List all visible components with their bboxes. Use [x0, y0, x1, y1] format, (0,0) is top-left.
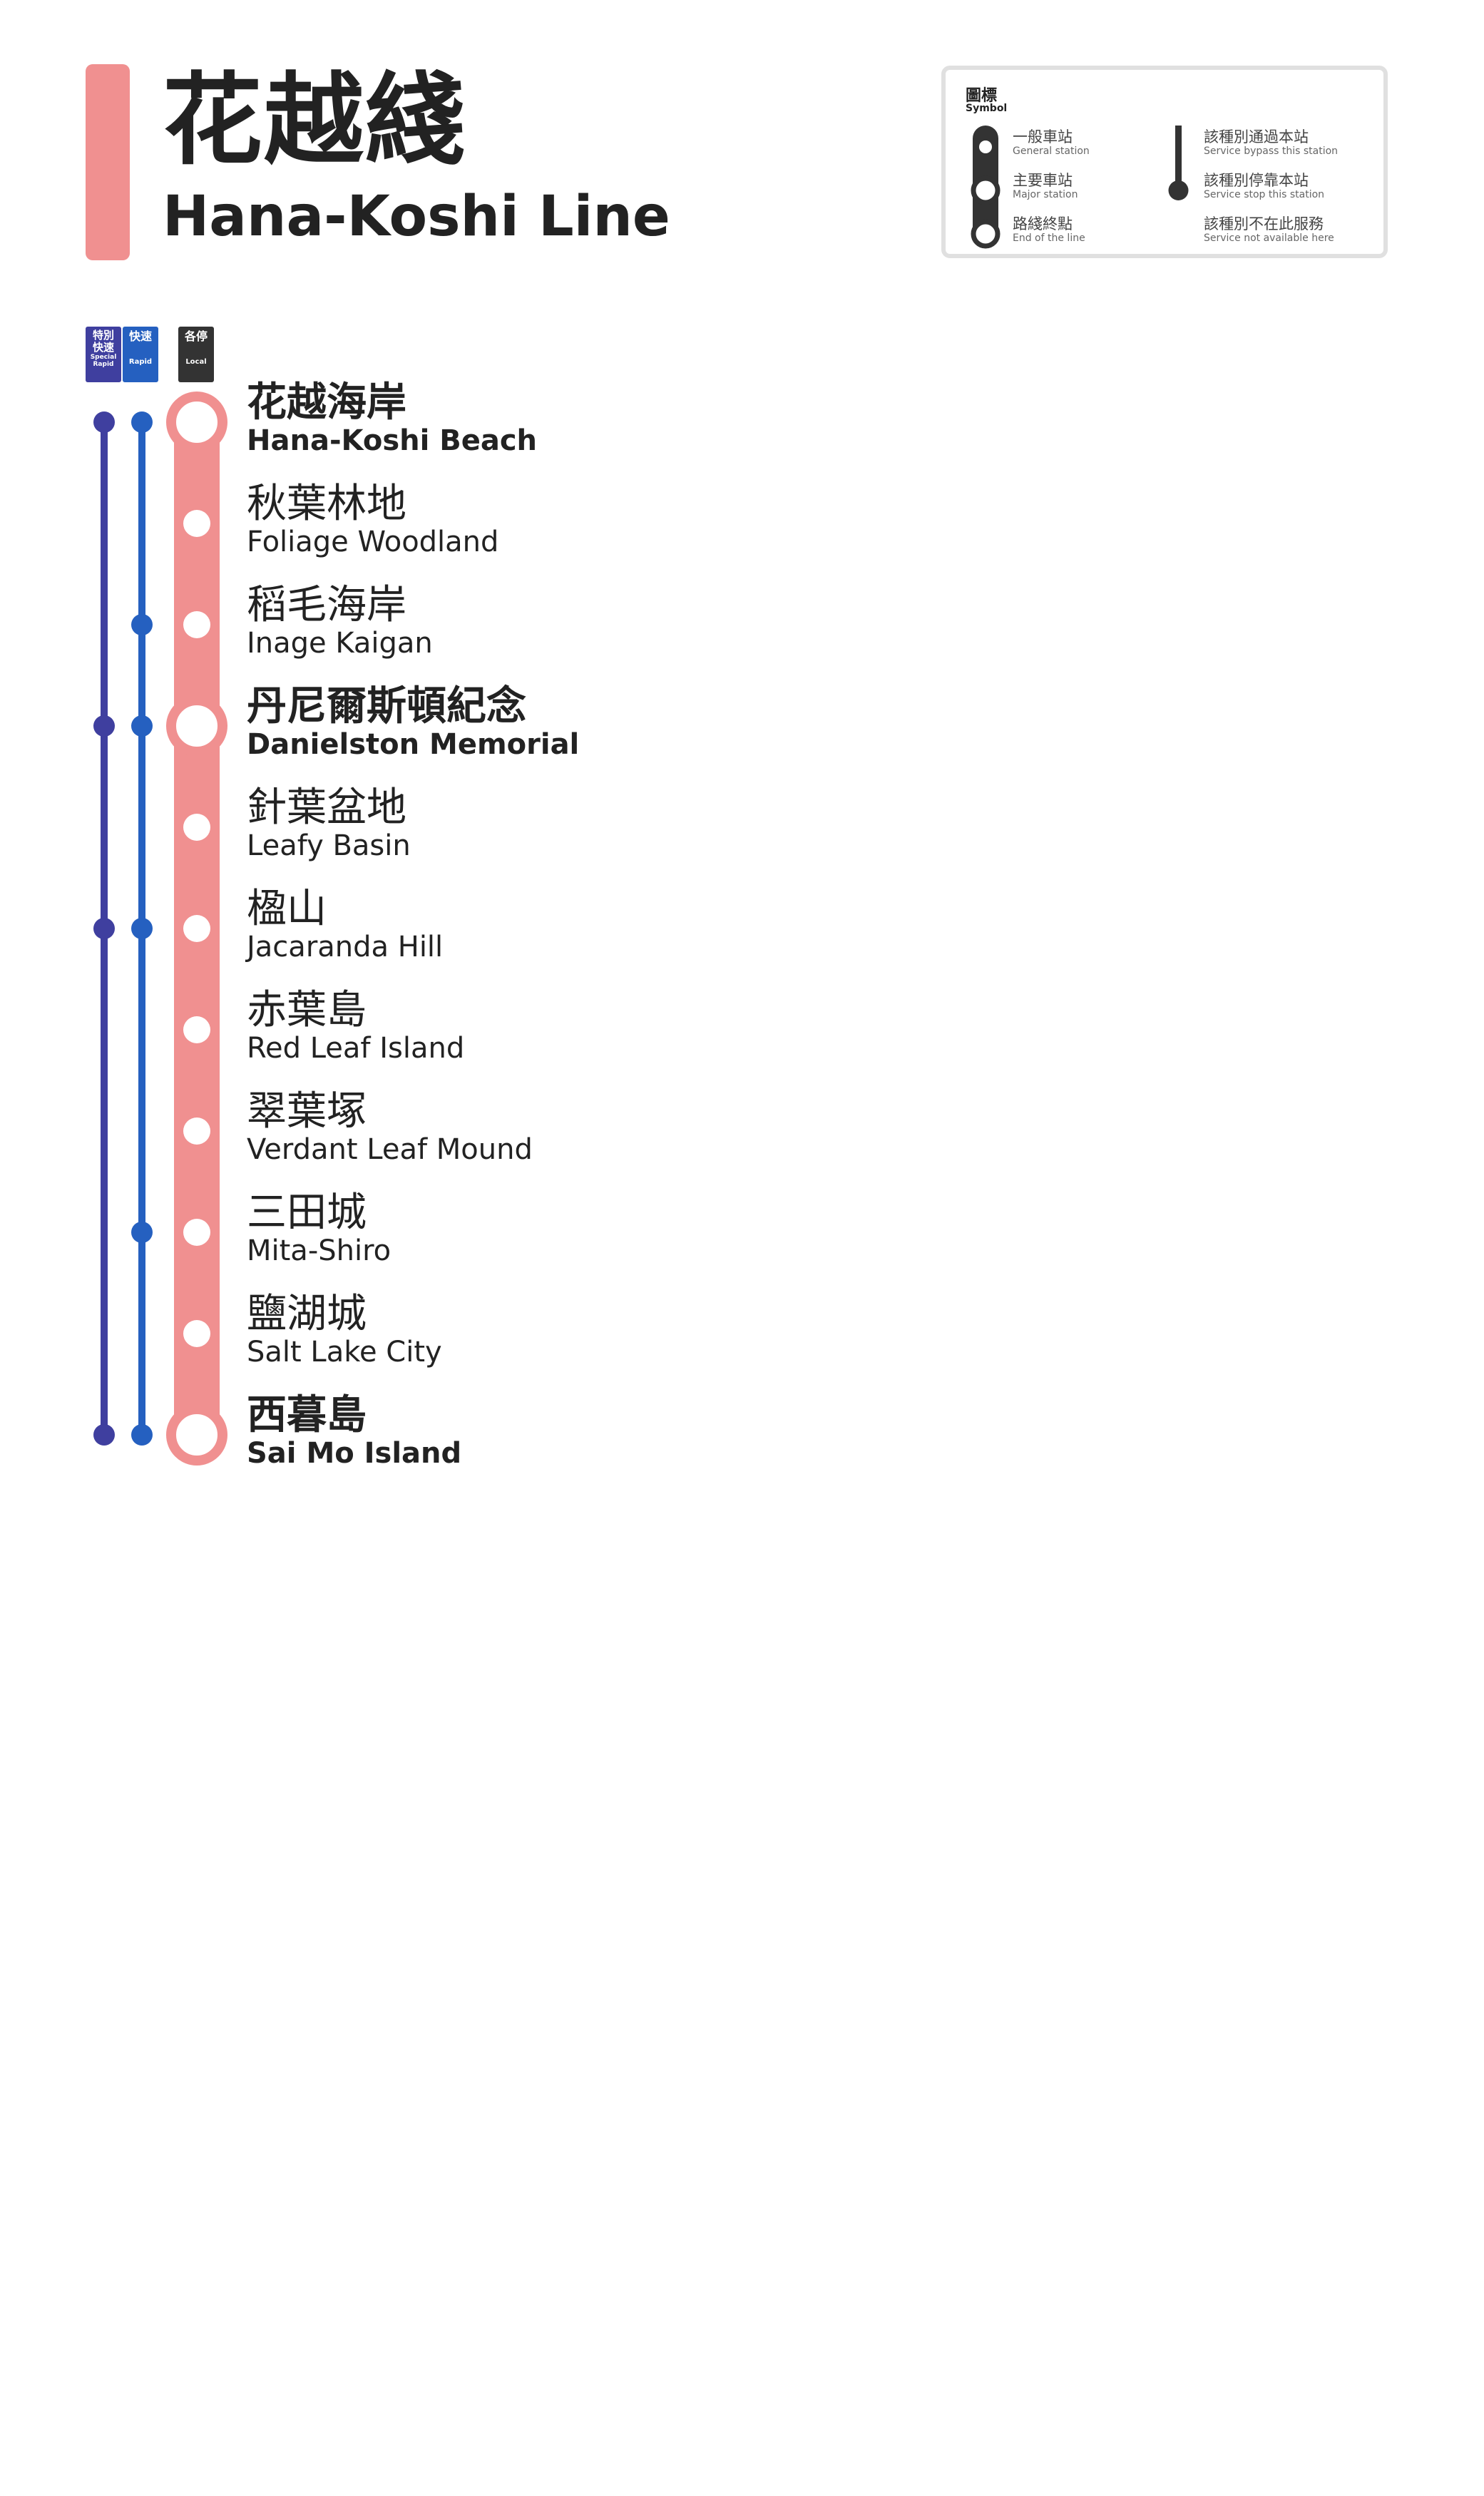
general-station-marker — [183, 510, 210, 537]
station-name-chinese: 赤葉島 — [247, 987, 367, 1033]
special-rapid-stop-dot — [93, 1424, 115, 1446]
station-name-english: Sai Mo Island — [247, 1437, 462, 1470]
station-name-english: Salt Lake City — [247, 1336, 442, 1369]
service-label-english: Rapid — [128, 358, 153, 366]
station-name-chinese: 翠葉塚 — [247, 1088, 367, 1135]
station-name-english: Jacaranda Hill — [247, 931, 444, 963]
legend-label-english: Service bypass this station — [1204, 145, 1339, 157]
station-name-chinese: 秋葉林地 — [247, 481, 406, 527]
station-name-english: Hana-Koshi Beach — [247, 424, 538, 457]
station-name-english: Danielston Memorial — [247, 728, 580, 761]
legend-label-chinese: 路綫終點 — [1013, 215, 1073, 232]
service-badge-local: 各停 Local — [178, 327, 214, 382]
station-name-chinese: 稻毛海岸 — [247, 582, 406, 628]
general-station-marker — [183, 814, 210, 841]
rapid-stop-dot — [131, 918, 153, 939]
legend-label-english: Service stop this station — [1204, 189, 1325, 200]
station-name-english: Foliage Woodland — [247, 526, 499, 558]
general-station-marker — [183, 1016, 210, 1043]
legend-item-general: 一般車站 General station — [1013, 128, 1090, 157]
general-station-marker — [183, 915, 210, 942]
legend-item-bypass: 該種別通過本站 Service bypass this station — [1204, 128, 1338, 157]
legend-item-stop: 該種別停靠本站 Service stop this station — [1204, 172, 1324, 200]
general-station-marker — [183, 1117, 210, 1145]
station-name-english: Inage Kaigan — [247, 627, 433, 660]
line-title-english: Hana-Koshi Line — [163, 185, 670, 249]
special-rapid-stop-dot — [93, 715, 115, 737]
terminus-icon — [971, 219, 1001, 249]
line-title-chinese: 花越綫 — [163, 63, 467, 179]
station-name-chinese: 針葉盆地 — [247, 784, 406, 831]
legend-label-chinese: 該種別通過本站 — [1204, 128, 1309, 145]
terminus-station-marker — [166, 392, 227, 453]
service-label-english: Special Rapid — [90, 354, 117, 368]
rapid-stop-dot — [131, 614, 153, 635]
line-color-swatch — [86, 64, 130, 260]
legend-label-english: General station — [1013, 145, 1090, 157]
special-rapid-stop-dot — [93, 918, 115, 939]
legend-item-major: 主要車站 Major station — [1013, 172, 1078, 200]
station-name-chinese: 三田城 — [247, 1190, 367, 1236]
station-name-chinese: 丹尼爾斯頓紀念 — [247, 683, 526, 730]
legend-label-chinese: 該種別不在此服務 — [1204, 215, 1324, 232]
route-diagram — [93, 392, 227, 1466]
legend-label-english: Major station — [1013, 189, 1078, 200]
general-station-marker — [183, 1219, 210, 1246]
legend-label-english: End of the line — [1013, 232, 1085, 244]
major-station-marker — [166, 695, 227, 757]
service-badge-special-rapid: 特別 快速 Special Rapid — [86, 327, 121, 382]
service-bypass-icon — [1175, 126, 1182, 184]
legend-symbols — [971, 126, 1189, 249]
station-name-english: Mita-Shiro — [247, 1234, 392, 1267]
terminus-station-marker — [166, 1404, 227, 1466]
station-name-chinese: 楹山 — [247, 886, 327, 932]
legend-label-chinese: 主要車站 — [1013, 172, 1073, 189]
legend-item-terminus: 路綫終點 End of the line — [1013, 215, 1085, 244]
general-station-marker — [183, 611, 210, 638]
legend-label-english: Service not available here — [1204, 232, 1334, 244]
legend-item-unavailable: 該種別不在此服務 Service not available here — [1204, 215, 1334, 244]
station-name-english: Red Leaf Island — [247, 1032, 465, 1065]
major-station-icon — [971, 175, 1001, 205]
station-name-chinese: 鹽湖城 — [247, 1291, 367, 1337]
service-label-chinese: 各停 — [184, 329, 208, 343]
general-station-marker — [183, 1320, 210, 1347]
legend-title-chinese: 圖標 — [966, 87, 998, 105]
legend-title-english: Symbol — [966, 103, 1008, 114]
station-name-chinese: 花越海岸 — [247, 379, 406, 426]
service-label-chinese: 快速 — [128, 329, 152, 343]
rapid-stop-dot — [131, 1222, 153, 1243]
legend-label-chinese: 一般車站 — [1013, 128, 1073, 145]
legend-label-chinese: 該種別停靠本站 — [1204, 172, 1309, 189]
rapid-stop-dot — [131, 411, 153, 433]
service-badge-rapid: 快速 Rapid — [123, 327, 158, 382]
special-rapid-stop-dot — [93, 411, 115, 433]
rapid-stop-dot — [131, 1424, 153, 1446]
rapid-stop-dot — [131, 715, 153, 737]
service-label-chinese: 特別 快速 — [92, 329, 114, 354]
service-label-english: Local — [185, 358, 207, 366]
station-name-chinese: 西暮島 — [247, 1392, 367, 1438]
symbol-legend: 圖標 Symbol 一般車站 General station 主要車站 Majo… — [941, 66, 1388, 258]
station-name-english: Verdant Leaf Mound — [247, 1133, 533, 1166]
general-station-icon — [979, 140, 992, 153]
service-stop-icon — [1168, 180, 1189, 200]
station-name-english: Leafy Basin — [247, 829, 411, 862]
